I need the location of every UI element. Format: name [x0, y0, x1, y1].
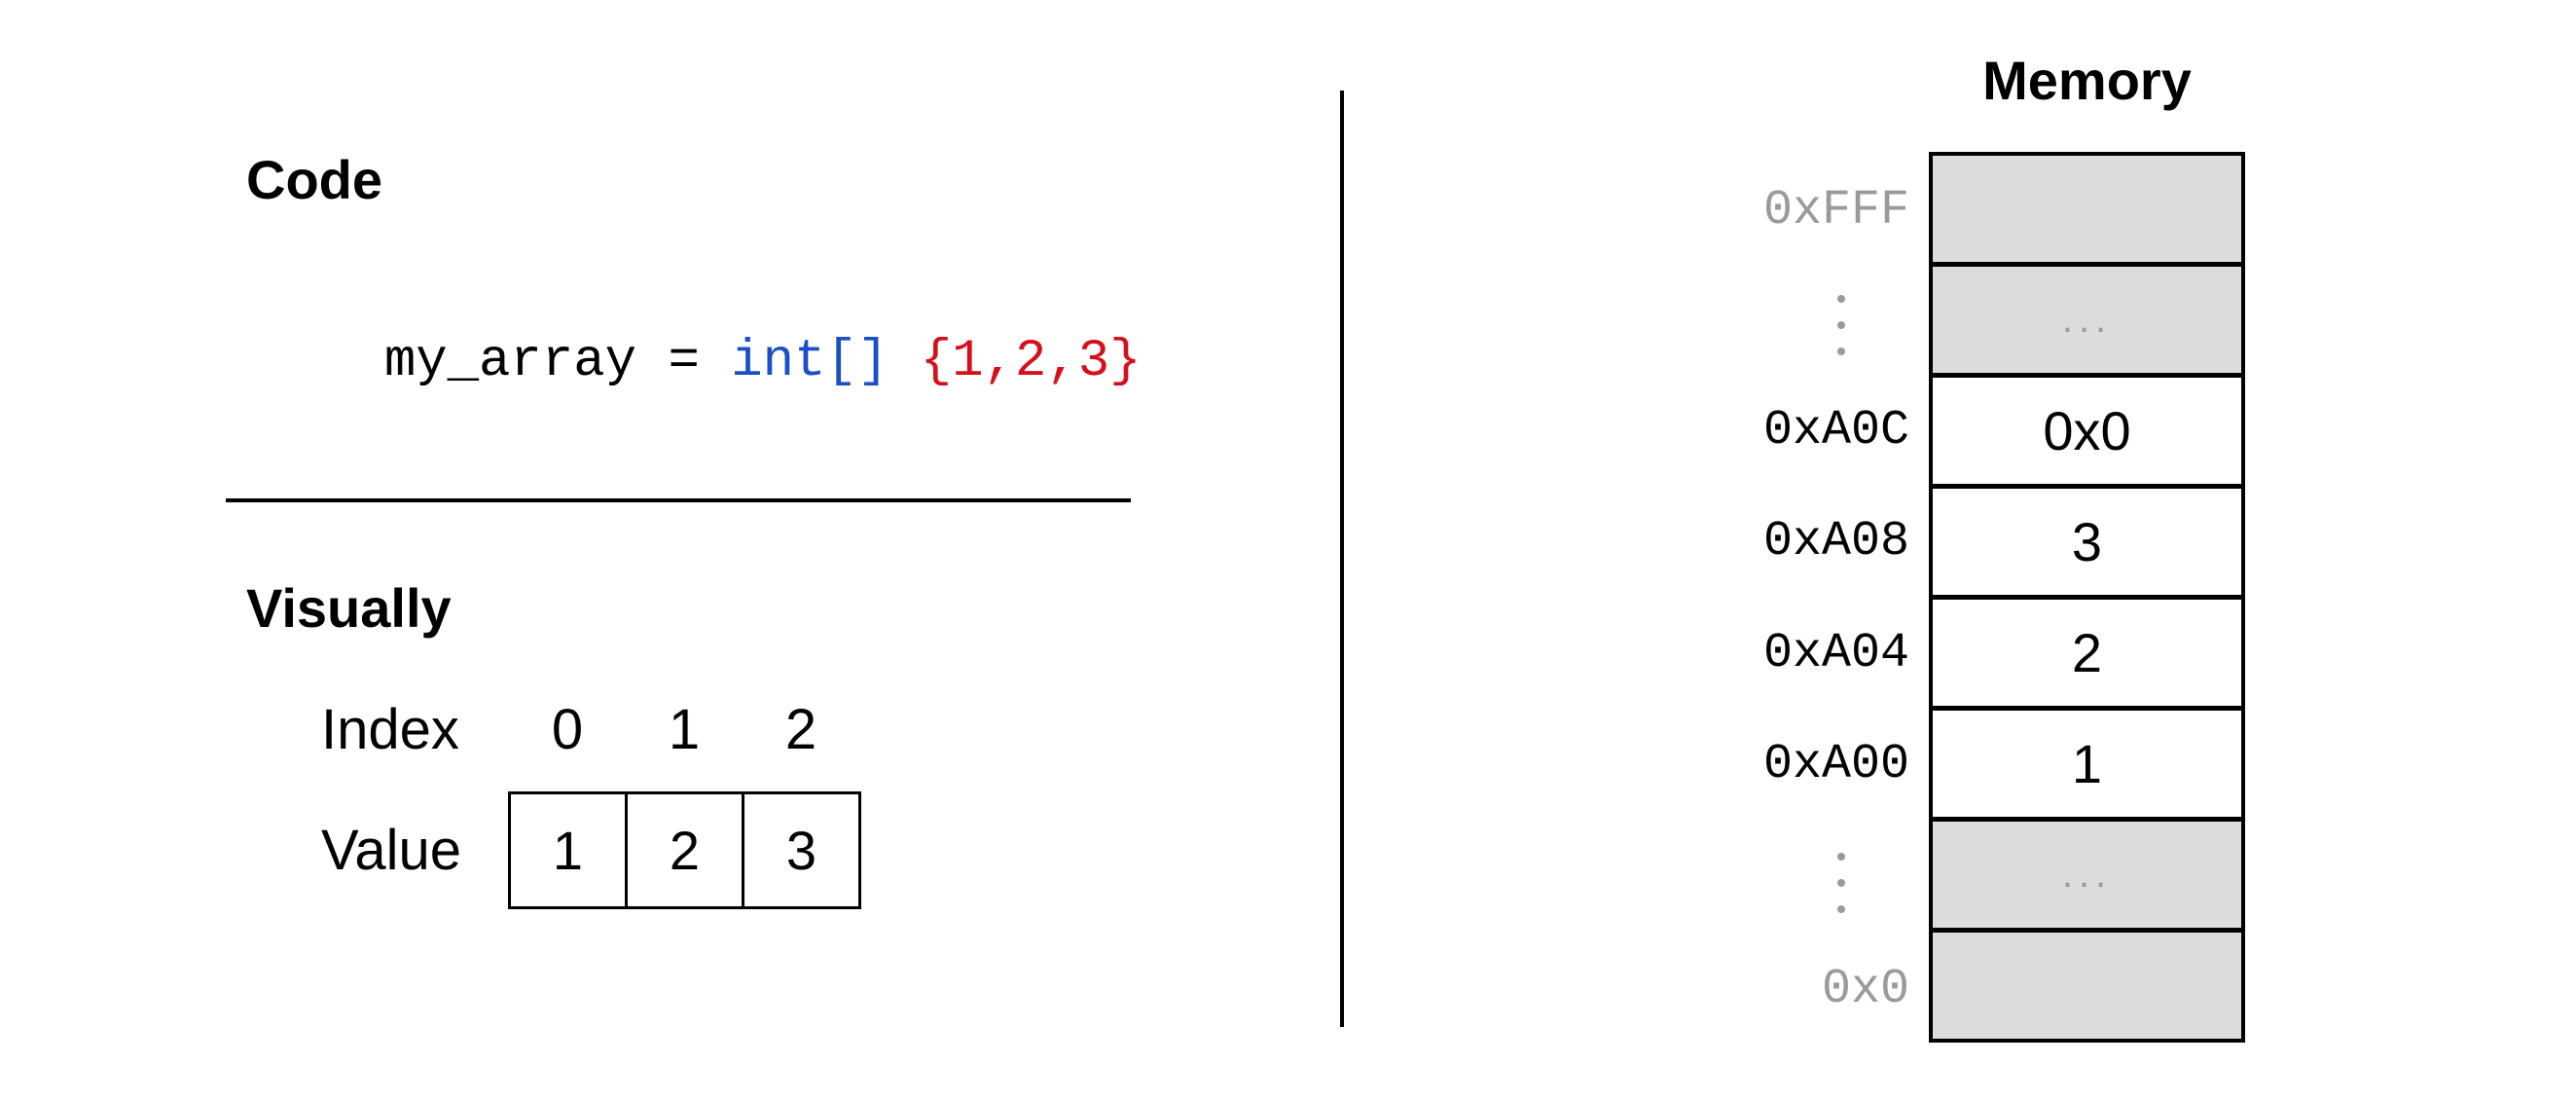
array-cell: 3: [742, 791, 861, 909]
code-heading: Code: [246, 149, 382, 210]
memory-cell-value: ...: [2061, 853, 2113, 896]
index-label: Index: [321, 698, 459, 761]
index-2: 2: [784, 698, 817, 761]
code-variable: my_array =: [383, 332, 732, 391]
memory-cell: [1929, 152, 2245, 266]
memory-address: 0xA0C: [1762, 403, 1909, 459]
vertical-ellipsis-icon: [1830, 853, 1853, 913]
index-0: 0: [551, 698, 584, 761]
memory-title: Memory: [1982, 50, 2192, 111]
memory-cell-value: 0x0: [2043, 400, 2131, 461]
array-cell-value: 3: [785, 820, 817, 881]
code-literal: {1,2,3}: [920, 332, 1142, 391]
memory-cell: 1: [1929, 707, 2245, 821]
array-cell: 1: [508, 791, 628, 909]
code-type: int[]: [731, 332, 889, 391]
memory-cell-value: 2: [2071, 622, 2103, 683]
memory-cell: 0x0: [1929, 374, 2245, 488]
memory-cell-value: ...: [2061, 298, 2113, 341]
index-1: 1: [668, 698, 701, 761]
visually-heading: Visually: [246, 577, 452, 639]
memory-address: 0xA04: [1762, 626, 1909, 681]
section-divider: [226, 498, 1131, 502]
memory-cell: ...: [1929, 818, 2245, 932]
memory-cell-value: 1: [2071, 733, 2103, 794]
vertical-ellipsis-icon: [1830, 295, 1853, 355]
memory-address: 0xFFF: [1762, 183, 1909, 239]
panel-divider: [1340, 91, 1344, 1027]
array-cell-value: 1: [552, 820, 584, 881]
memory-cell: ...: [1929, 263, 2245, 377]
memory-address: 0x0: [1821, 962, 1909, 1017]
memory-cell: 2: [1929, 596, 2245, 710]
value-label: Value: [321, 819, 462, 882]
memory-address: 0xA00: [1762, 737, 1909, 792]
memory-cell-value: 3: [2071, 511, 2103, 572]
array-cell-value: 2: [669, 820, 701, 881]
memory-cell: [1929, 929, 2245, 1043]
code-line: my_array = int[] {1,2,3}: [321, 273, 1142, 391]
array-cell: 2: [625, 791, 744, 909]
memory-cell: 3: [1929, 485, 2245, 599]
memory-address: 0xA08: [1762, 514, 1909, 569]
